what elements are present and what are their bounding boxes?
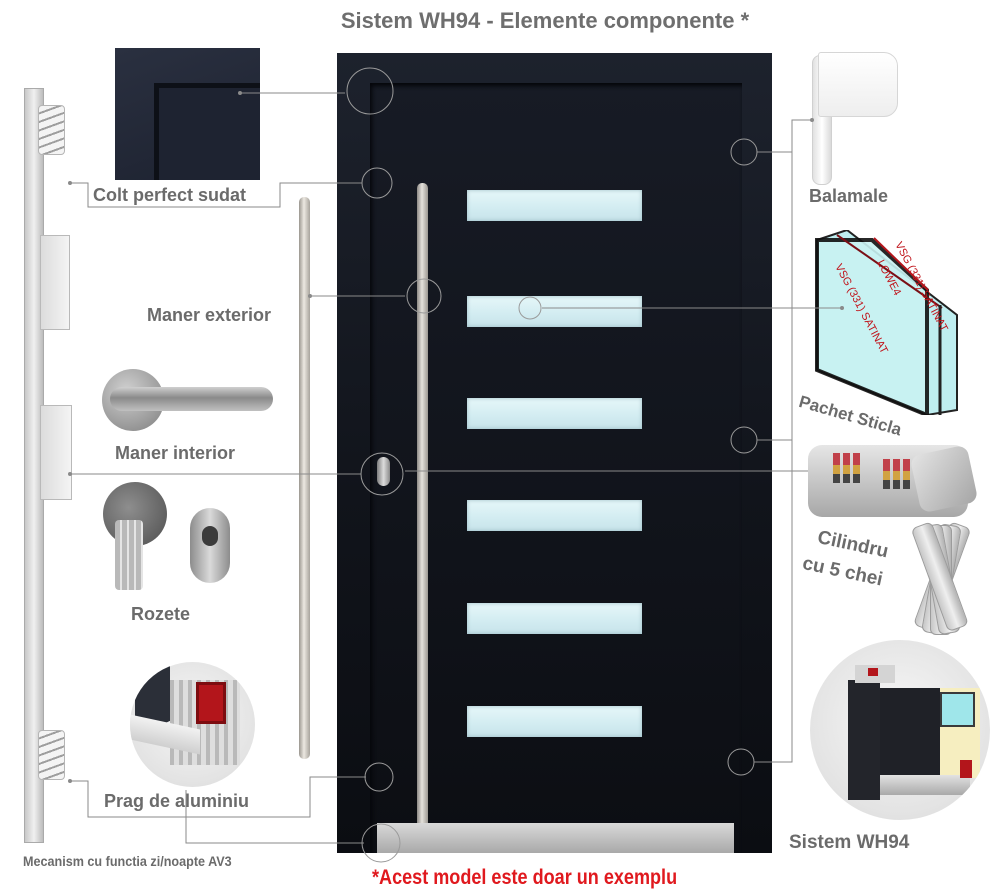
label-mecanism: Mecanism cu functia zi/noapte AV3: [23, 853, 232, 869]
auxiliary-lock-icon: [40, 235, 70, 330]
label-prag-de-aluminiu: Prag de aluminiu: [104, 791, 250, 811]
glass-panel: [467, 706, 642, 737]
hook-bolt-icon: [38, 730, 65, 780]
key-icon: [909, 444, 979, 514]
page-title: Sistem WH94 - Elemente componente *: [340, 8, 750, 33]
main-lock-icon: [40, 405, 72, 500]
glass-panel: [467, 190, 642, 221]
label-sistem-wh94: Sistem WH94: [789, 832, 910, 853]
oval-rosette-image: [190, 508, 230, 583]
glass-pack-image: [815, 230, 958, 415]
glass-panel: [467, 296, 642, 327]
label-rozete: Rozete: [131, 604, 191, 624]
hinge-image: [818, 52, 898, 117]
aluminium-threshold-image: [130, 662, 255, 787]
label-balamale: Balamale: [809, 186, 889, 206]
interior-handle-image: [110, 387, 273, 411]
glass-panel: [467, 603, 642, 634]
hook-bolt-icon: [38, 105, 65, 155]
keys-icon: [115, 520, 143, 590]
label-maner-interior: Maner interior: [115, 443, 236, 463]
door-bar-handle: [417, 183, 428, 843]
door-lock-cylinder: [377, 457, 390, 486]
welded-corner-image: [115, 48, 260, 180]
exterior-handle-image: [299, 197, 310, 759]
door-threshold: [377, 823, 734, 853]
door-image: [337, 53, 772, 853]
label-colt-perfect-sudat: Colt perfect sudat: [93, 185, 247, 205]
keyhole-icon: [202, 526, 218, 546]
glass-panel: [467, 500, 642, 531]
glass-panel: [467, 398, 642, 429]
disclaimer-note: *Acest model este doar un exemplu: [372, 866, 678, 889]
label-maner-exterior: Maner exterior: [147, 305, 272, 325]
profile-section-image: [810, 640, 990, 820]
